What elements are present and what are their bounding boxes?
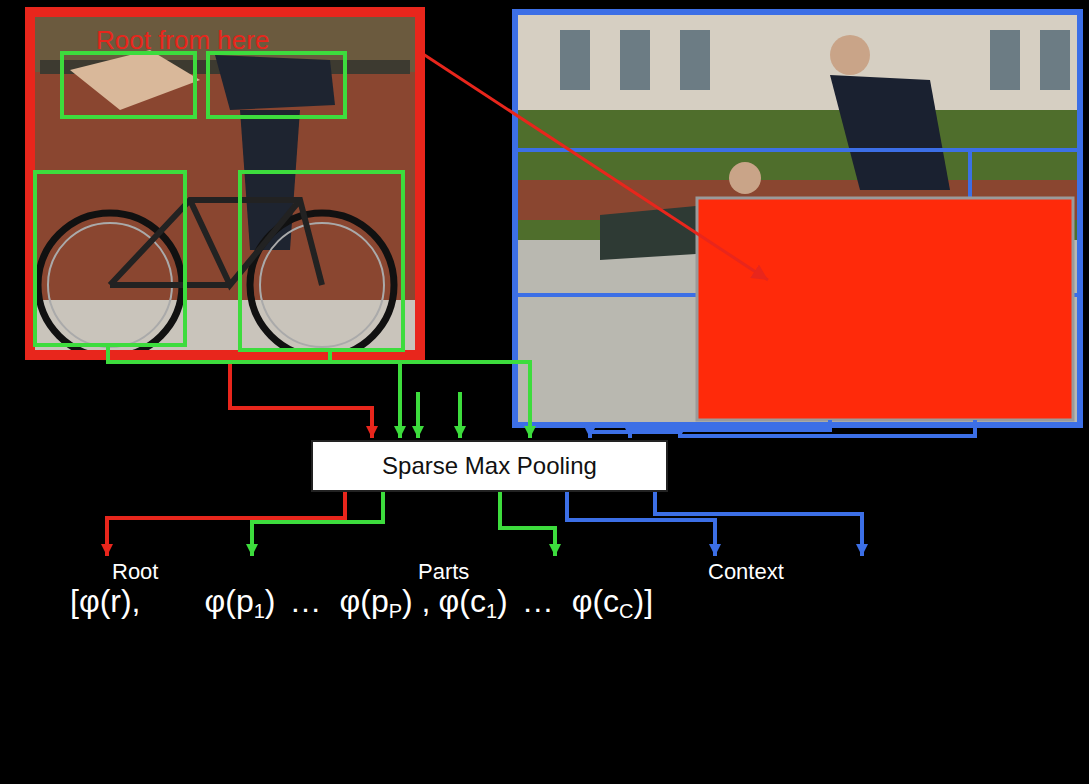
formula-term: φ(p — [339, 584, 388, 619]
process-box: Sparse Max Pooling — [311, 440, 668, 492]
formula-term: ) — [265, 584, 276, 619]
input-wires — [108, 345, 975, 438]
subscript: 1 — [254, 600, 265, 622]
callout-text: Root from here — [96, 26, 269, 55]
formula-term: φ(c — [438, 584, 485, 619]
group-label: Parts — [418, 560, 469, 584]
group-label: Root — [112, 560, 158, 584]
formula-term: )] — [634, 584, 654, 619]
subscript: P — [389, 600, 402, 622]
formula-term: … — [289, 584, 321, 619]
subscript: C — [619, 600, 633, 622]
formula-term: ) , — [402, 584, 430, 619]
context-photo — [515, 12, 1080, 425]
box-text: Sparse Max Pooling — [382, 452, 597, 480]
output-wires — [107, 492, 862, 556]
formula-term: φ(c — [572, 584, 619, 619]
formula-term: φ(p — [205, 584, 254, 619]
root-photo — [30, 12, 420, 357]
formula-term: ) — [497, 584, 508, 619]
formula-term: … — [522, 584, 554, 619]
leader-line — [420, 52, 768, 280]
group-label: Context — [708, 560, 784, 584]
subscript: 1 — [486, 600, 497, 622]
formula-term: [φ(r), — [70, 584, 141, 619]
